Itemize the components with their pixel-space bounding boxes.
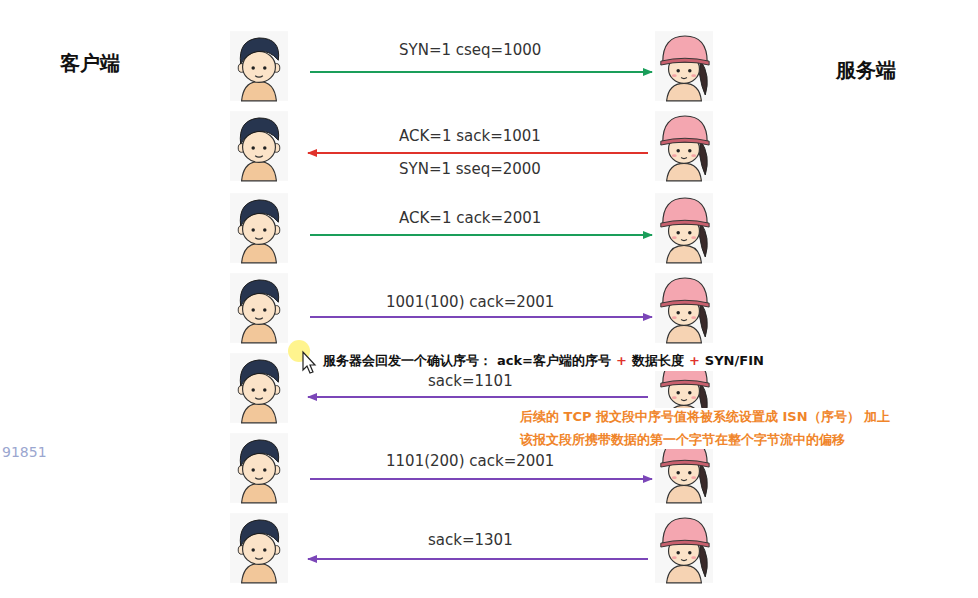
message-label: SYN=1 sseq=2000 xyxy=(397,160,543,178)
cursor-highlight xyxy=(288,340,315,373)
note-plus: + xyxy=(689,353,700,368)
annotation-text: 该报文段所携带数据的第一个字节在整个字节流中的偏移 xyxy=(520,431,845,449)
note-plus: + xyxy=(616,353,627,368)
message-label: 1001(100) cack=2001 xyxy=(384,293,556,311)
note-row: 服务器会回发一个确认序号： ack=客户端的序号 + 数据长度 + SYN/FIN xyxy=(320,351,767,371)
note-text: 数据长度 xyxy=(632,352,684,370)
annotation-text: 后续的 TCP 报文段中序号值将被系统设置成 ISN（序号） 加上 xyxy=(520,408,890,426)
watermark: 91851 xyxy=(2,444,47,460)
message-label: 1101(200) cack=2001 xyxy=(384,452,556,470)
side-title: 服务端 xyxy=(836,57,896,84)
note-text: SYN/FIN xyxy=(705,353,764,368)
message-label: ACK=1 cack=2001 xyxy=(397,209,543,227)
message-label: sack=1101 xyxy=(426,372,515,390)
server-avatars xyxy=(655,31,713,583)
note-text: ack=客户端的序号 xyxy=(497,352,611,370)
client-avatars xyxy=(230,31,288,583)
side-title: 客户端 xyxy=(60,50,120,77)
message-label: ACK=1 sack=1001 xyxy=(397,127,543,145)
note-text: 服务器会回发一个确认序号： xyxy=(323,352,492,370)
message-arrows xyxy=(308,72,652,559)
message-label: sack=1301 xyxy=(426,531,515,549)
message-label: SYN=1 cseq=1000 xyxy=(397,41,543,59)
